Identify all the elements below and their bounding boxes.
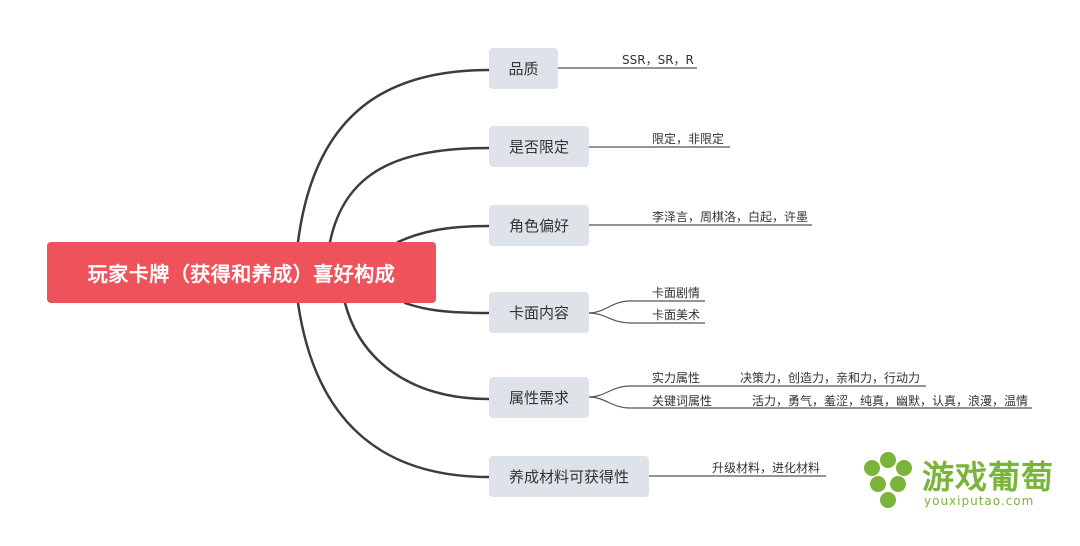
link-root-character (396, 224, 491, 244)
grape-icon (864, 452, 912, 508)
branch-materials[interactable]: 养成材料可获得性 (489, 456, 649, 497)
link-root-materials (296, 301, 491, 479)
leaf-limited[interactable]: 限定，非限定 (652, 132, 725, 146)
branch-card-content[interactable]: 卡面内容 (489, 292, 589, 333)
branch-attribute-needs[interactable]: 属性需求 (489, 377, 589, 418)
leaf-keyword-attr-values[interactable]: 活力，勇气，羞涩，纯真，幽默，认真，浪漫，温情 (752, 394, 1029, 408)
watermark-logo: 游戏葡萄 youxiputao.com (858, 448, 1058, 514)
leaf-quality[interactable]: SSR，SR，R (622, 53, 694, 67)
link-root-attr (343, 301, 491, 401)
leaf-card-story[interactable]: 卡面剧情 (652, 286, 701, 300)
watermark-subtitle: youxiputao.com (924, 494, 1035, 508)
link-card-story (588, 300, 705, 314)
leaf-materials[interactable]: 升级材料，进化材料 (712, 461, 821, 475)
root-node[interactable]: 玩家卡牌（获得和养成）喜好构成 (47, 242, 436, 303)
link-attr-keyword (588, 396, 1032, 409)
link-root-limited (328, 146, 491, 244)
watermark-title: 游戏葡萄 (922, 458, 1055, 496)
leaf-keyword-attr[interactable]: 关键词属性 (652, 394, 713, 408)
leaf-power-attr-values[interactable]: 决策力，创造力，亲和力，行动力 (740, 371, 921, 385)
link-card-art (588, 312, 705, 324)
branch-quality[interactable]: 品质 (489, 48, 558, 89)
branch-character[interactable]: 角色偏好 (489, 205, 589, 246)
leaf-character[interactable]: 李泽言，周棋洛，白起，许墨 (652, 210, 809, 224)
link-root-card (403, 301, 491, 315)
leaf-power-attr[interactable]: 实力属性 (652, 371, 701, 385)
link-root-quality (296, 68, 491, 244)
branch-limited[interactable]: 是否限定 (489, 126, 589, 167)
leaf-card-art[interactable]: 卡面美术 (652, 308, 701, 322)
link-attr-power (588, 385, 926, 398)
